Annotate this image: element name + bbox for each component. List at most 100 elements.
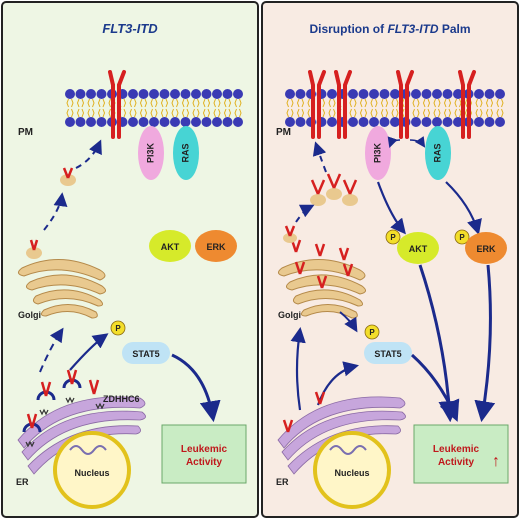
lipid-head [138,117,149,127]
flt3-receptors-right [308,70,476,139]
golgi-label-left: Golgi [18,310,41,320]
stat5-right [364,342,412,364]
lipid-tail [76,98,85,108]
lipid-tail [422,108,431,118]
lipid-tail [192,98,200,108]
pm-label-left: PM [18,127,33,138]
lipid-head [170,117,180,127]
golgi-label-right: Golgi [278,310,301,320]
p-badge-stat5-left [110,320,126,336]
lipid-tail [202,98,211,108]
ras-right-label: RAS [432,143,442,162]
pm-label-right: PM [276,127,291,138]
palmitate-chains-left [25,396,105,448]
lipid-head [495,89,505,99]
lipid-head [180,117,191,127]
golgi-left [18,259,106,319]
p-badge-akt-right [385,229,401,245]
vesicle-left-top [60,174,76,186]
lipid-tail [296,108,305,118]
leukemic-left-line2: Activity [186,457,223,468]
lipid-head [138,89,149,99]
p-badge-akt-right-label: P [390,233,396,242]
lipid-tail [87,98,95,108]
vesicle-left-golgi [26,247,42,259]
akt-right [397,232,439,264]
pi3k-right [365,126,391,180]
lipid-tail [370,108,378,118]
lipid-tail [160,98,169,108]
lipid-head [191,89,201,99]
lipid-head [474,89,484,99]
lipid-tail [380,98,389,108]
traffic-arrow-golgi-to-vesicles-right [295,204,315,223]
lipid-tail [433,108,441,118]
lipid-tail [66,98,74,108]
stat5-left [122,342,170,364]
lipid-tail [234,98,242,108]
nucleus-right [313,431,391,509]
lipid-tail [97,98,106,108]
lipid-head [484,117,495,127]
receptor-to-pi3k-arrow [387,136,401,148]
lipid-head [86,117,96,127]
pi3k-to-akt-arrow [376,181,406,235]
lipid-head [65,117,75,127]
lipid-head [421,89,432,99]
lipid-head [411,89,421,99]
lipid-tail [129,98,137,108]
lipid-tail [391,98,399,108]
zdhhc6-label: ZDHHC6 [103,394,140,404]
stat5-to-leukemic-arrow-left [171,353,221,423]
pi3k-left [138,126,164,180]
lipid-tail [66,108,74,118]
leukemic-box-left [161,424,247,484]
lipid-tail [97,108,106,118]
lipid-tail [328,98,336,108]
lipid-tail [496,98,504,108]
lipid-head [149,117,159,127]
vesicle-receptor-left-2 [62,167,74,179]
lipid-tail [380,108,389,118]
lipid-tail [192,108,200,118]
lipid-tail [213,108,221,118]
erk-left-label: ERK [206,242,226,252]
lipid-head [348,117,358,127]
lipid-tail [475,108,483,118]
pi3k-right-label: PI3K [372,142,382,163]
lipid-head [390,117,400,127]
ras-to-erk-arrow [445,181,482,235]
stat5-to-leukemic-arrow-right [411,353,460,422]
stat5-left-label: STAT5 [132,349,159,359]
lipid-tail [202,108,211,118]
lipid-tail [160,108,169,118]
lipid-tail [496,108,504,118]
lipid-head [222,89,233,99]
ras-left [173,126,199,180]
lipid-head [201,117,212,127]
lipid-tail [129,108,137,118]
nucleus-left [53,431,131,509]
dna-left [69,445,107,455]
leukemic-right-line2: Activity [438,457,475,468]
p-badge-stat5-right [364,324,380,340]
lipid-head [442,117,453,127]
p-badge-stat5-right-label: P [369,328,375,337]
lipid-tail [391,108,399,118]
lipid-tail [171,98,179,108]
leukemic-box-right [413,424,509,484]
lipid-head [285,89,295,99]
lipid-head [327,89,337,99]
lipid-tail [485,98,494,108]
lipid-head [484,89,495,99]
lipid-tail [412,98,420,108]
lipid-tail [485,108,494,118]
lipid-head [358,117,369,127]
lipid-head [474,117,484,127]
erk-right [465,232,507,264]
lipid-tail [286,98,294,108]
lipid-tail [296,98,305,108]
lipid-head [442,89,453,99]
right-title: Disruption of FLT3-ITD Palm [309,22,470,36]
